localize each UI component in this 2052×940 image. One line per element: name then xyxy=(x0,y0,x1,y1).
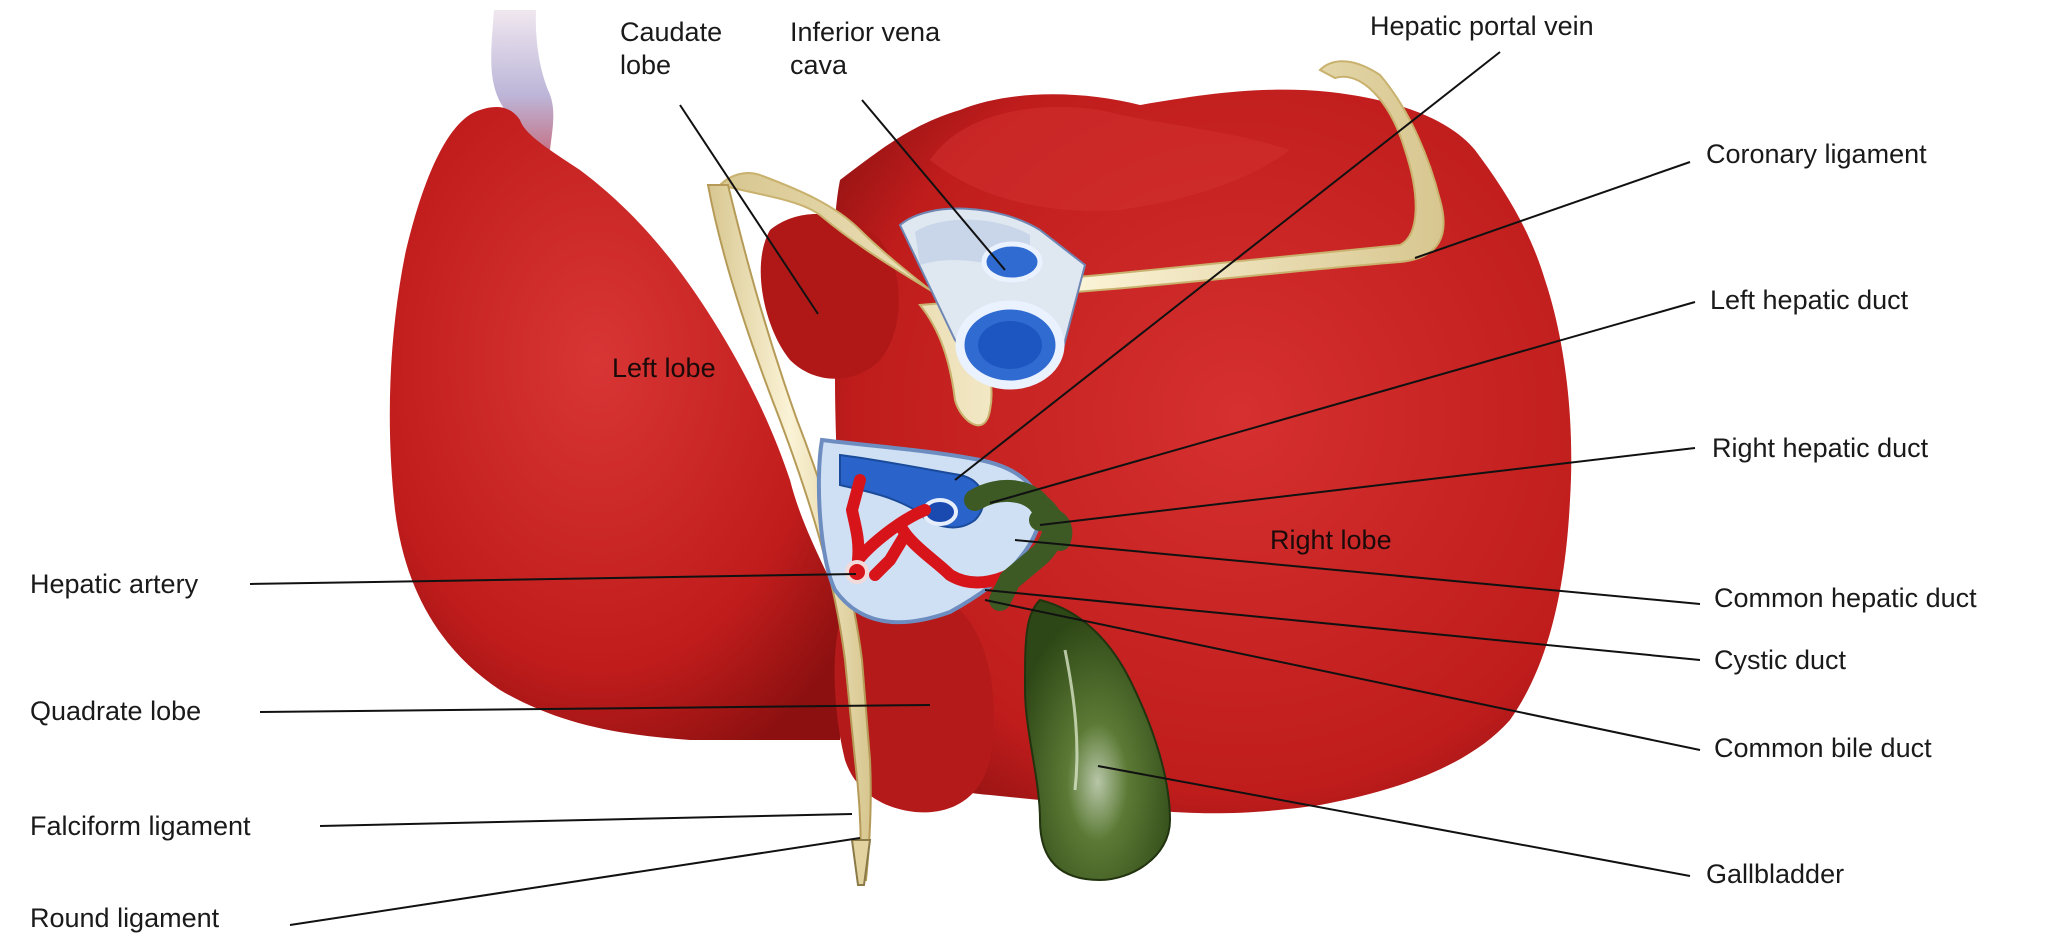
label-falciform-ligament: Falciform ligament xyxy=(30,811,251,841)
leader-cystic-duct xyxy=(984,589,1701,661)
label-caudate-lobe: Caudate lobe xyxy=(620,17,723,80)
label-cystic-duct: Cystic duct xyxy=(1714,645,1847,675)
label-inferior-vena-cava: Inferior vena cava xyxy=(790,17,941,80)
label-hepatic-portal-vein: Hepatic portal vein xyxy=(1370,11,1594,41)
leader-common-hepatic-duct xyxy=(1014,539,1701,605)
label-left-hepatic-duct: Left hepatic duct xyxy=(1710,285,1909,315)
label-hepatic-artery: Hepatic artery xyxy=(30,569,199,599)
gallbladder-shape xyxy=(1023,598,1172,882)
leader-inferior-vena-cava xyxy=(861,99,1006,271)
label-right-lobe: Right lobe xyxy=(1270,525,1392,555)
leader-right-hepatic-duct xyxy=(1039,447,1696,526)
leader-left-hepatic-duct xyxy=(989,301,1696,504)
stem-tube xyxy=(491,10,554,180)
label-quadrate-lobe: Quadrate lobe xyxy=(30,696,202,726)
label-left-lobe: Left lobe xyxy=(612,353,716,383)
hepatic-artery-shape xyxy=(846,474,1031,589)
leader-hepatic-artery xyxy=(249,573,857,585)
leader-hepatic-portal-vein xyxy=(954,51,1501,481)
upper-bulge xyxy=(930,107,1290,211)
label-right-hepatic-duct: Right hepatic duct xyxy=(1712,433,1929,463)
leader-round-ligament xyxy=(289,837,861,926)
label-coronary-ligament: Coronary ligament xyxy=(1706,139,1927,169)
leader-gallbladder xyxy=(1097,765,1691,877)
label-common-hepatic-duct: Common hepatic duct xyxy=(1714,583,1977,613)
label-gallbladder: Gallbladder xyxy=(1706,859,1845,889)
leader-common-bile-duct xyxy=(984,599,1701,751)
leader-caudate-lobe xyxy=(679,104,819,315)
round-ligament-tip xyxy=(850,839,872,886)
falciform-ligament-band xyxy=(706,184,872,881)
leader-falciform-ligament xyxy=(319,813,853,827)
caudate-lobe-shape xyxy=(760,213,899,379)
label-common-bile-duct: Common bile duct xyxy=(1714,733,1932,763)
leader-coronary-ligament xyxy=(1414,161,1691,259)
leader-lines xyxy=(249,51,1701,926)
label-round-ligament: Round ligament xyxy=(30,903,220,933)
leader-quadrate-lobe xyxy=(259,704,931,713)
left-lobe-shape xyxy=(389,107,850,740)
